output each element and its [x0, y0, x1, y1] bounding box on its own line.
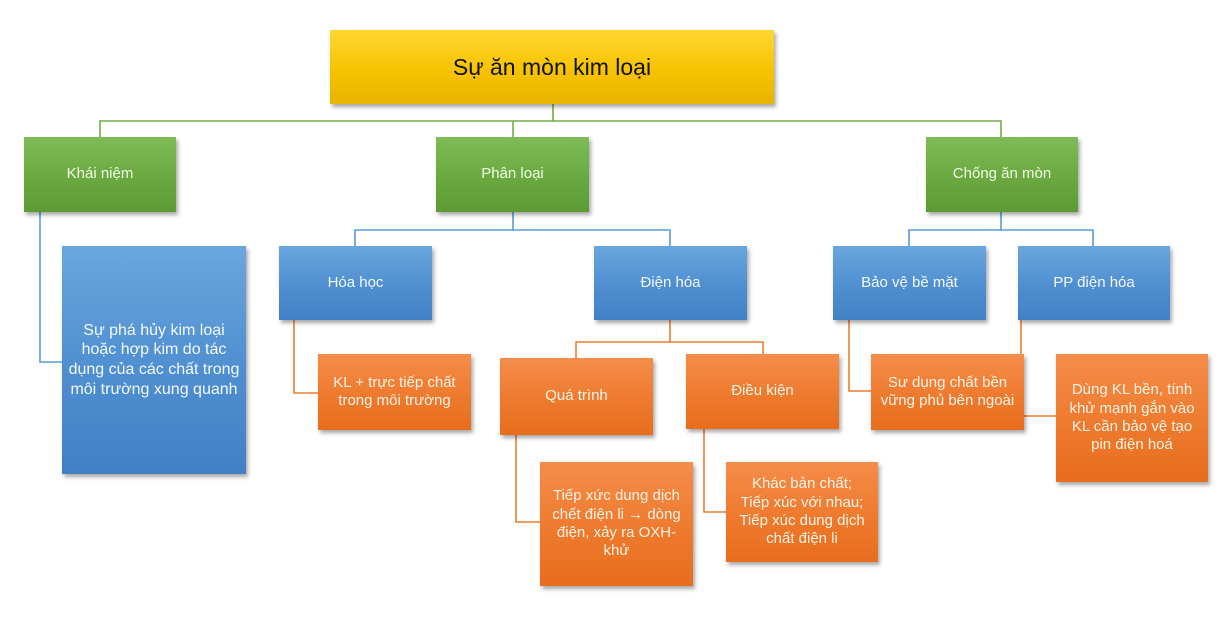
electrochemical-method-detail-text: Dùng KL bền, tính khử mạnh gắn vào KL cầ…	[1069, 381, 1195, 454]
surface-protection-node: Bảo vệ bề mặt	[833, 246, 986, 320]
protection-label: Chống ăn mòn	[952, 165, 1052, 183]
surface-protection-detail-text: Sư dụng chất bền vững phủ bên ngoài	[880, 373, 1015, 409]
chemical-detail-text: KL + trực tiếp chất trong môi trường	[333, 373, 456, 409]
surface-protection-detail-node: Sư dụng chất bền vững phủ bên ngoài	[871, 354, 1024, 430]
orange-connectors	[293, 320, 1056, 523]
chemical-label: Hóa học	[327, 273, 384, 291]
process-detail-node: Tiếp xức dung dịch chết điện li → dòng đ…	[540, 462, 693, 586]
chemical-detail-node: KL + trực tiếp chất trong môi trường	[318, 354, 471, 430]
conditions-node: Điều kiện	[686, 354, 839, 429]
electrochemical-node: Điện hóa	[594, 246, 747, 320]
electrochemical-method-detail-node: Dùng KL bền, tính khử mạnh gắn vào KL cầ…	[1056, 354, 1208, 482]
surface-protection-label: Bảo vệ bề mặt	[861, 273, 958, 291]
root-node: Sự ăn mòn kim loại	[330, 30, 774, 104]
concept-definition-node: Sự phá hủy kim loại hoặc hợp kim do tác …	[62, 246, 246, 474]
process-detail-text: Tiếp xức dung dịch chết điện li → dòng đ…	[552, 487, 681, 560]
concept-label: Khái niệm	[66, 165, 134, 183]
electrochemical-method-node: PP điện hóa	[1018, 246, 1170, 320]
green-connectors	[99, 104, 1002, 137]
conditions-detail-line-2: Tiếp xúc với nhau;	[740, 493, 864, 511]
blue-connectors	[39, 212, 1094, 363]
classification-node: Phân loại	[436, 137, 589, 212]
process-node: Quá trình	[500, 358, 653, 435]
protection-node: Chống ăn mòn	[926, 137, 1078, 212]
conditions-detail-line-1: Khác bản chất;	[751, 475, 853, 493]
conditions-detail-node: Khác bản chất; Tiếp xúc với nhau; Tiếp x…	[726, 462, 878, 562]
electrochemical-method-label: PP điện hóa	[1053, 273, 1135, 291]
concept-node: Khái niệm	[24, 137, 176, 212]
chemical-node: Hóa học	[279, 246, 432, 320]
conditions-detail-line-3: Tiếp xúc dung dịch chất điện li	[739, 512, 865, 548]
concept-definition-text: Sự phá hủy kim loại hoặc hợp kim do tác …	[68, 321, 240, 398]
root-label: Sự ăn mòn kim loại	[452, 53, 652, 80]
classification-label: Phân loại	[481, 165, 544, 183]
electrochemical-label: Điện hóa	[640, 273, 701, 291]
process-label: Quá trình	[545, 387, 608, 405]
conditions-label: Điều kiện	[731, 382, 794, 400]
